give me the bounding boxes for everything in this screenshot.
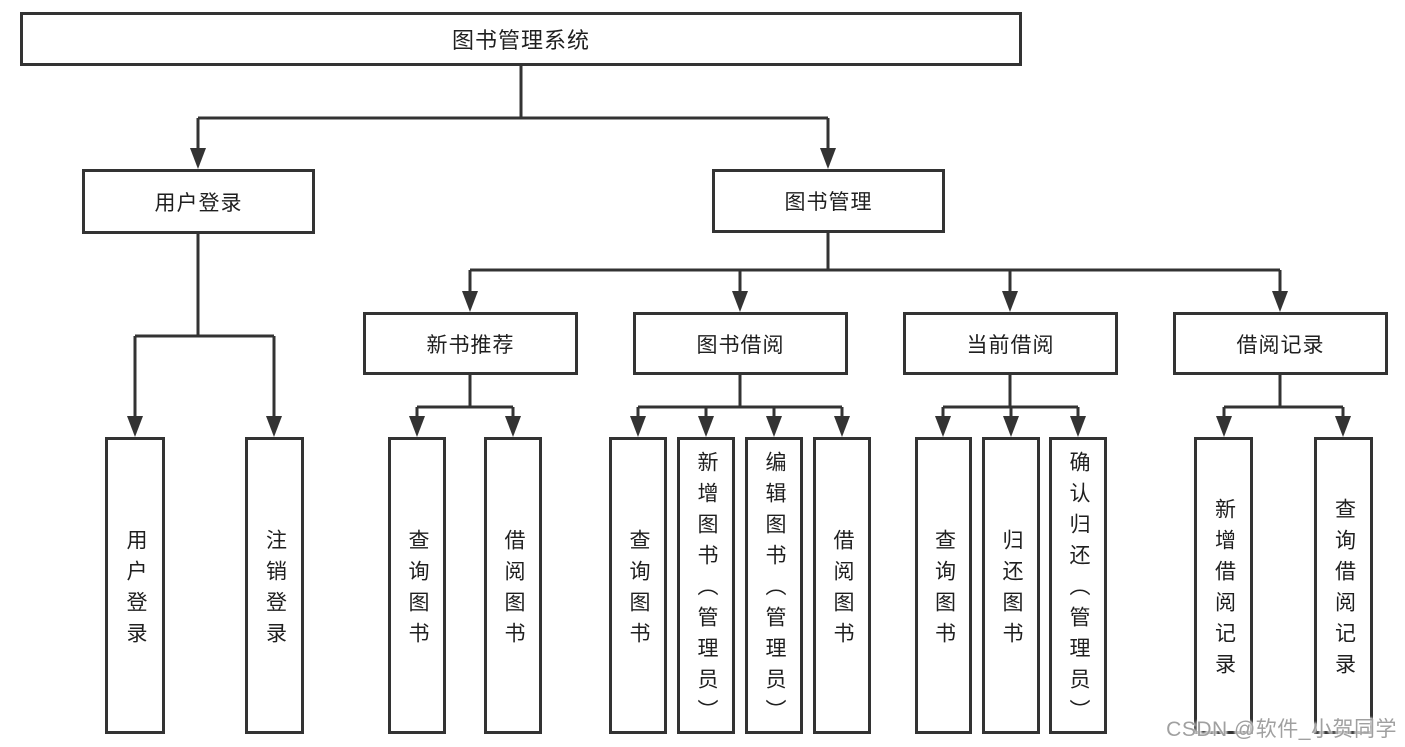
leaf-confirm-return-admin: 确认归还（管理员） bbox=[1049, 437, 1107, 734]
leaf-borrow-books: 借阅图书 bbox=[813, 437, 871, 734]
leaf-query-books-recommend: 查询图书 bbox=[388, 437, 446, 734]
leaf-query-books-current: 查询图书 bbox=[915, 437, 972, 734]
node-root: 图书管理系统 bbox=[20, 12, 1022, 66]
node-new-book-recommendation: 新书推荐 bbox=[363, 312, 578, 375]
node-current-borrowing: 当前借阅 bbox=[903, 312, 1118, 375]
leaf-add-books-admin: 新增图书（管理员） bbox=[677, 437, 735, 734]
leaf-return-books: 归还图书 bbox=[982, 437, 1040, 734]
csdn-watermark: CSDN @软件_小贺同学 bbox=[1166, 718, 1397, 741]
node-book-borrowing: 图书借阅 bbox=[633, 312, 848, 375]
leaf-user-login: 用户登录 bbox=[105, 437, 165, 734]
leaf-borrow-books-recommend: 借阅图书 bbox=[484, 437, 542, 734]
node-borrowing-records: 借阅记录 bbox=[1173, 312, 1388, 375]
leaf-logout: 注销登录 bbox=[245, 437, 304, 734]
leaf-add-borrow-record: 新增借阅记录 bbox=[1194, 437, 1253, 734]
node-book-management: 图书管理 bbox=[712, 169, 945, 233]
leaf-query-books-borrowing: 查询图书 bbox=[609, 437, 667, 734]
leaf-query-borrow-record: 查询借阅记录 bbox=[1314, 437, 1373, 734]
leaf-edit-books-admin: 编辑图书（管理员） bbox=[745, 437, 803, 734]
node-user-login: 用户登录 bbox=[82, 169, 315, 234]
